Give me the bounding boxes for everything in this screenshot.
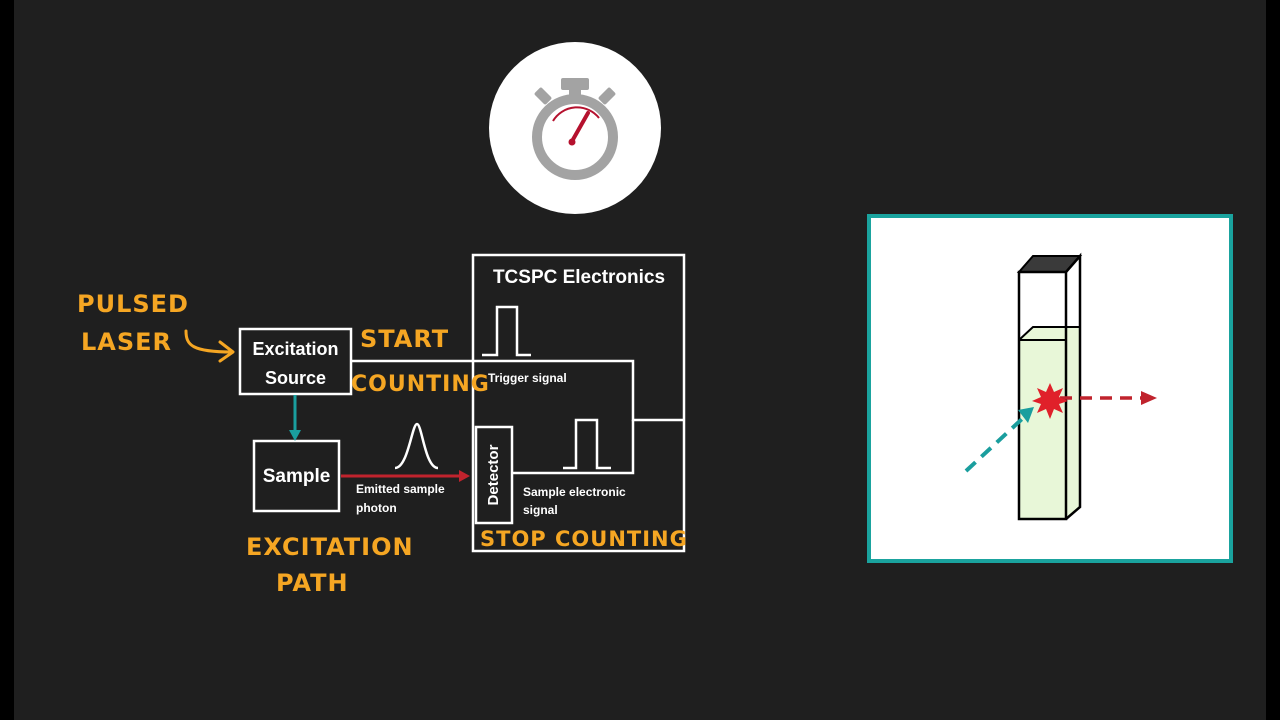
excitation-path-label-line1: EXCITATION: [246, 533, 414, 561]
start-counting-label-line1: START: [360, 325, 449, 353]
emission-arrow: [341, 470, 470, 482]
excitation-arrow: [289, 395, 301, 441]
stopwatch-icon: [489, 42, 661, 214]
sample-signal-wire: [512, 420, 635, 475]
excitation-source-label-line1: Excitation: [252, 339, 338, 359]
detector-label: Detector: [485, 444, 502, 505]
emitted-photon-label-line2: photon: [356, 501, 397, 515]
sample-signal-label-line1: Sample electronic: [523, 485, 626, 499]
trigger-signal-label: Trigger signal: [488, 371, 567, 385]
detector-box: [474, 425, 514, 525]
pulsed-laser-arrowhead: [218, 340, 235, 363]
pulsed-laser-label-line1: PULSED: [77, 290, 189, 318]
slide: Excitation Source Sample TCSPC Electroni…: [14, 0, 1266, 720]
excitation-source-label-line2: Source: [265, 368, 326, 388]
sample-signal-label-line2: signal: [523, 503, 558, 517]
tcspc-electronics-box: [471, 253, 686, 553]
trigger-signal-wire: [351, 359, 684, 422]
tcspc-electronics-title: TCSPC Electronics: [493, 267, 665, 288]
cuvette-illustration: [867, 214, 1233, 563]
sample-label: Sample: [263, 466, 331, 487]
start-counting-label-line2: COUNTING: [351, 372, 490, 397]
excitation-path-label-line2: PATH: [276, 569, 349, 597]
tcspc-diagram: Excitation Source Sample TCSPC Electroni…: [77, 42, 1233, 597]
sample-box: [252, 439, 341, 513]
sample-pulse: [563, 418, 611, 470]
trigger-pulse: [482, 305, 531, 357]
pulsed-laser-label-line2: LASER: [81, 328, 172, 356]
emitted-photon-label-line1: Emitted sample: [356, 482, 445, 496]
stop-counting-label: STOP COUNTING: [480, 527, 688, 551]
emitted-photon-pulse: [394, 422, 439, 470]
pulsed-laser-arrow: [184, 329, 234, 354]
